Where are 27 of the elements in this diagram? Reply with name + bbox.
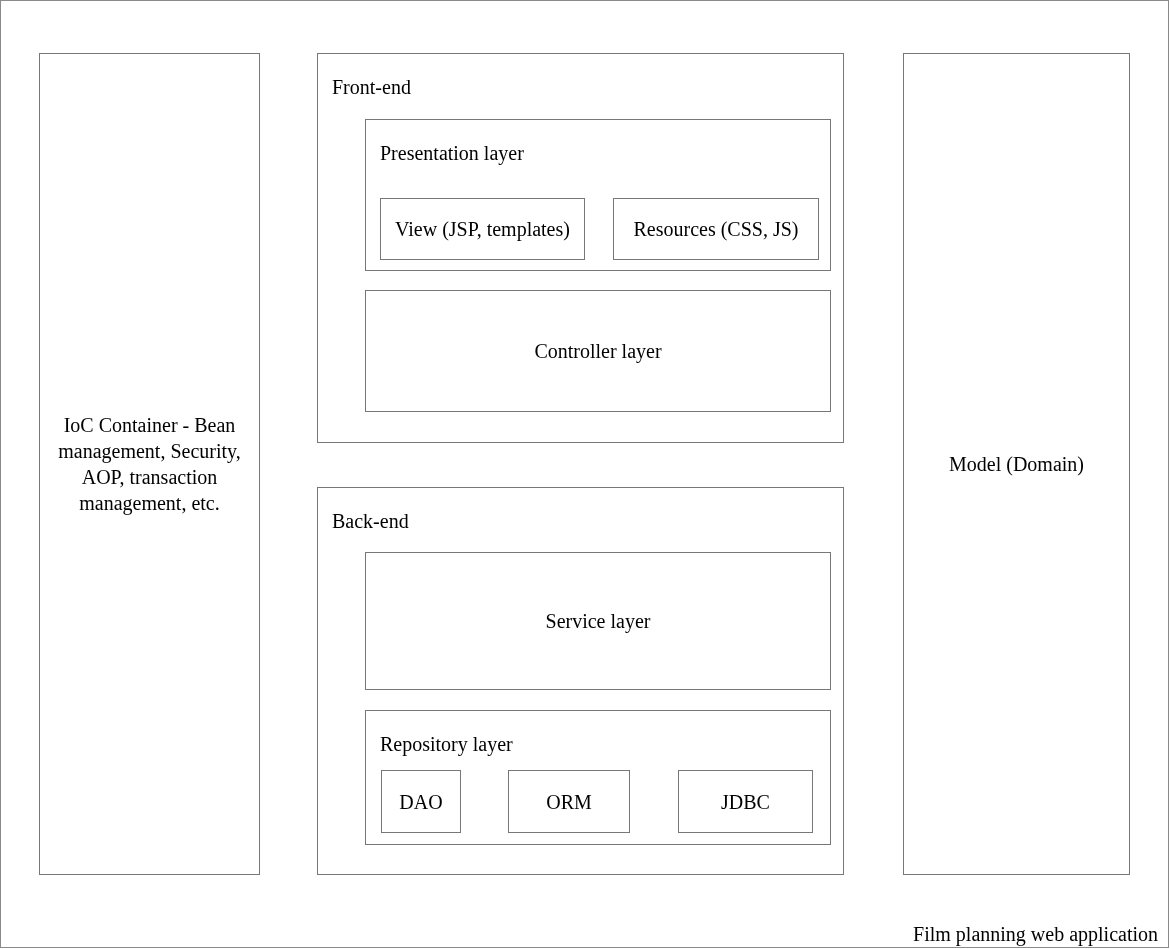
section-heading: Repository layer — [380, 733, 513, 755]
component-box — [508, 770, 630, 833]
layer-box — [365, 710, 831, 845]
section-heading: Back-end — [332, 510, 409, 532]
layer-box — [365, 119, 831, 271]
box-label: Model (Domain) — [949, 452, 1084, 477]
component-box — [380, 198, 585, 260]
layer-box — [365, 552, 831, 690]
box-label: DAO — [399, 789, 443, 815]
layer-box — [365, 290, 831, 412]
box-label: IoC Container - Bean management, Security, AOP, transaction management, etc. — [57, 413, 242, 516]
section-heading: Presentation layer — [380, 142, 524, 164]
section-heading: Front-end — [332, 76, 411, 98]
component-box — [613, 198, 819, 260]
box-label: Resources (CSS, JS) — [633, 217, 799, 242]
box-label: View (JSP, templates) — [395, 217, 570, 242]
component-box — [678, 770, 813, 833]
diagram-caption: Film planning web application — [913, 923, 1158, 945]
box-label: JDBC — [721, 789, 770, 815]
container-box — [39, 53, 260, 875]
box-label: ORM — [546, 789, 592, 815]
model-box — [903, 53, 1130, 875]
group-box — [317, 53, 844, 443]
group-box — [317, 487, 844, 875]
box-label: Controller layer — [534, 339, 662, 364]
component-box — [381, 770, 461, 833]
box-label: Service layer — [545, 609, 651, 634]
